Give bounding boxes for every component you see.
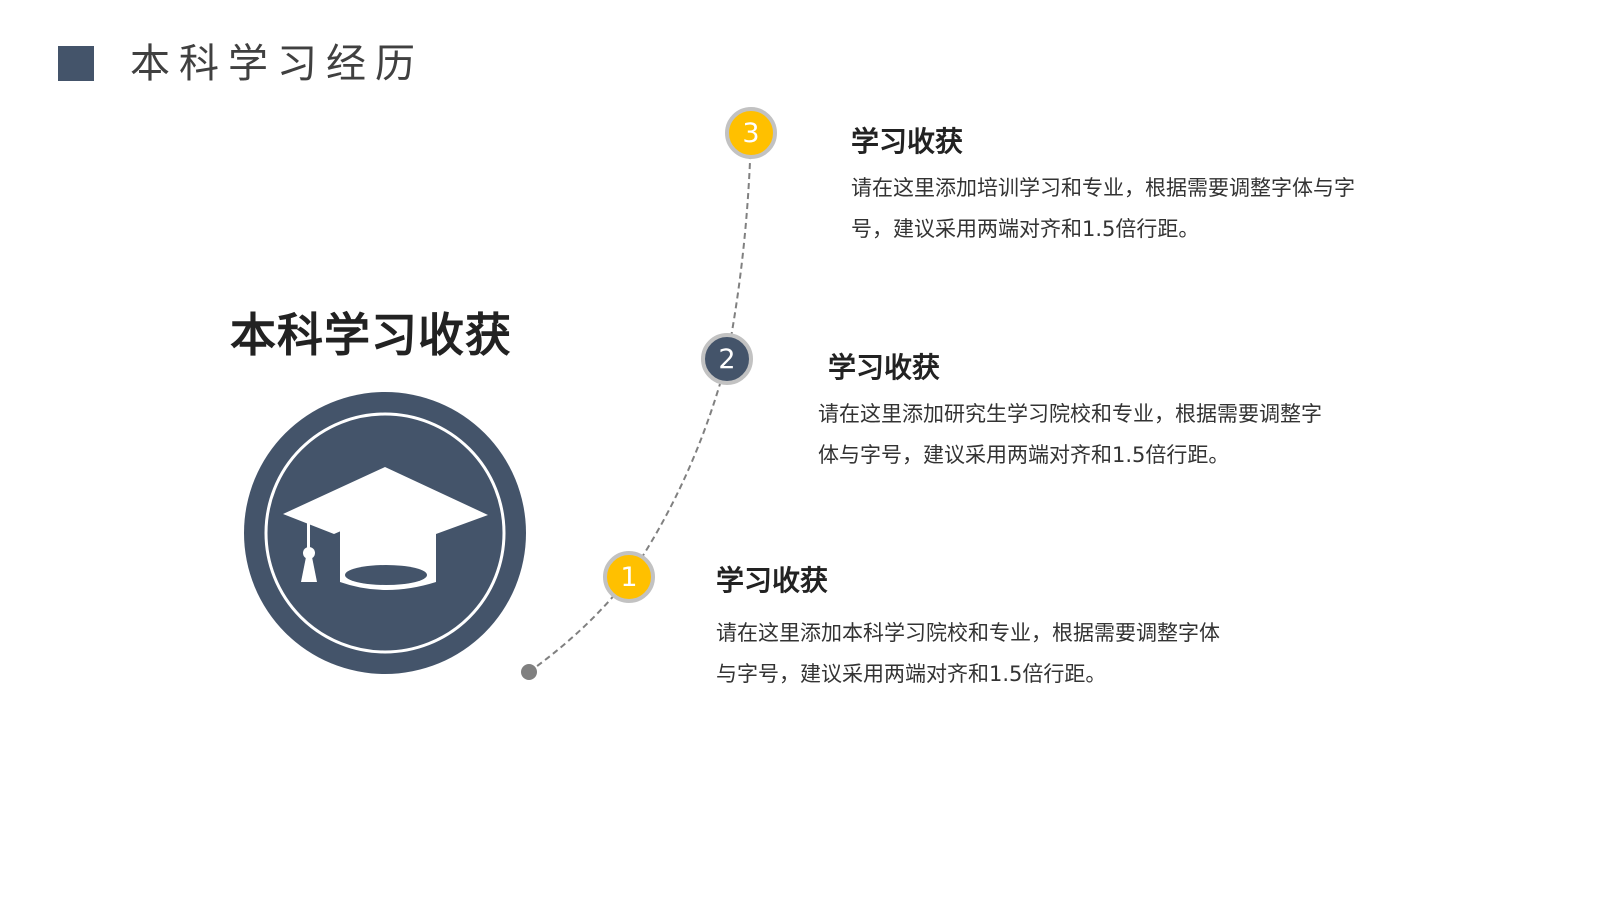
- item-body: 请在这里添加研究生学习院校和专业，根据需要调整字 体与字号，建议采用两端对齐和1…: [818, 394, 1398, 476]
- item-body-line: 请在这里添加本科学习院校和专业，根据需要调整字体: [716, 621, 1220, 645]
- timeline-item-2: 学习收获 请在这里添加研究生学习院校和专业，根据需要调整字 体与字号，建议采用两…: [818, 350, 1398, 476]
- timeline-node-2: 2: [701, 333, 753, 385]
- timeline-node-3: 3: [725, 107, 777, 159]
- item-body-line: 号，建议采用两端对齐和1.5倍行距。: [851, 217, 1200, 241]
- item-body-line: 请在这里添加培训学习和专业，根据需要调整字体与字: [851, 176, 1355, 200]
- item-title: 学习收获: [716, 564, 829, 597]
- item-body-line: 体与字号，建议采用两端对齐和1.5倍行距。: [818, 443, 1230, 467]
- timeline-start-dot: [521, 664, 537, 680]
- timeline-item-1: 学习收获 请在这里添加本科学习院校和专业，根据需要调整字体 与字号，建议采用两端…: [716, 563, 1296, 695]
- item-body: 请在这里添加培训学习和专业，根据需要调整字体与字 号，建议采用两端对齐和1.5倍…: [851, 168, 1431, 250]
- title-square-marker: [58, 46, 94, 81]
- graduation-badge: [244, 392, 526, 674]
- graduation-cap-icon: [244, 392, 526, 674]
- timeline-node-1: 1: [603, 551, 655, 603]
- page-title: 本科学习经历: [130, 41, 424, 87]
- item-body: 请在这里添加本科学习院校和专业，根据需要调整字体 与字号，建议采用两端对齐和1.…: [716, 613, 1296, 695]
- item-title: 学习收获: [851, 125, 964, 158]
- item-body-line: 请在这里添加研究生学习院校和专业，根据需要调整字: [818, 402, 1322, 426]
- section-heading: 本科学习收获: [230, 308, 512, 362]
- timeline-item-3: 学习收获 请在这里添加培训学习和专业，根据需要调整字体与字 号，建议采用两端对齐…: [851, 124, 1431, 250]
- item-body-line: 与字号，建议采用两端对齐和1.5倍行距。: [716, 662, 1107, 686]
- item-title: 学习收获: [828, 351, 941, 384]
